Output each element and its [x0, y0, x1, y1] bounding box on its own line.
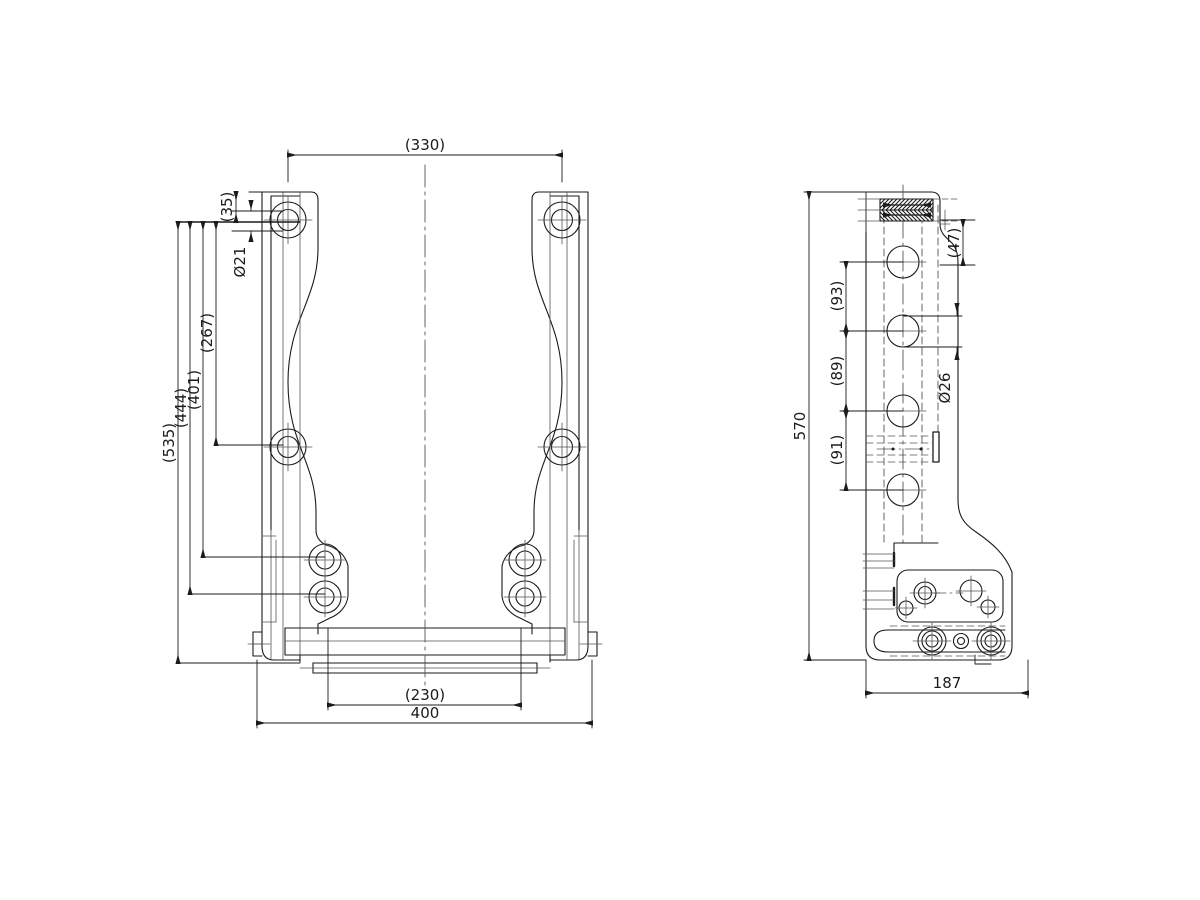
side-mid-rib-detail: [865, 431, 940, 463]
dimension-dia21: [231, 200, 284, 242]
dimension-444-label: (444): [172, 388, 190, 428]
dimension-230: [327, 627, 522, 711]
dimension-93: [839, 261, 904, 332]
dimension-91: [839, 410, 904, 491]
side-plate-hole-c: [894, 596, 918, 620]
side-bottom-row: [873, 629, 1006, 653]
front-left-middle-hole: [263, 422, 313, 472]
side-lower-plate-leaders: [862, 553, 895, 610]
dimension-91-label: (91): [828, 435, 846, 466]
dimension-267: [213, 221, 284, 446]
dimension-401: [200, 221, 326, 558]
dimension-dia21-label: Ø21: [231, 247, 249, 278]
dimension-47-label: (47): [945, 228, 963, 259]
front-left-lower-hole-lower: [303, 576, 347, 618]
side-view: 570 (47) (93) (89) (91): [791, 184, 1029, 699]
side-view-top-leader-lines: [857, 191, 959, 233]
front-view: (330) (35) Ø21 (267): [160, 136, 603, 729]
dimension-570-label: 570: [791, 412, 809, 441]
dimension-267-label: (267): [198, 313, 216, 353]
dimension-47: [939, 219, 976, 266]
front-right-top-hole: [537, 195, 587, 245]
dimension-89: [839, 330, 904, 412]
front-left-arm: [261, 191, 349, 661]
dimension-35-label: (35): [218, 192, 236, 223]
dimension-330: [287, 149, 563, 183]
front-right-middle-hole: [537, 422, 587, 472]
side-bottom-small-step: [974, 654, 992, 665]
dimension-dia26: [902, 303, 963, 360]
front-right-arm-inner-lines: [549, 191, 589, 661]
dimension-330-label: (330): [405, 136, 445, 154]
side-view-knurled-detail: [879, 198, 934, 222]
front-right-lower-hole-lower: [503, 576, 547, 618]
front-left-top-hole: [263, 195, 313, 245]
dimension-dia26-label: Ø26: [936, 373, 954, 404]
dimension-89-label: (89): [828, 356, 846, 387]
side-bottom-boss-center: [952, 632, 970, 650]
side-lower-plate: [893, 542, 1004, 623]
front-left-arm-inner-lines: [261, 191, 301, 661]
side-bottom-boss-left: [912, 621, 952, 661]
dimension-535: [175, 221, 301, 664]
dimension-187: [865, 659, 1029, 699]
dimension-187-label: 187: [933, 674, 962, 692]
dimension-535-label: (535): [160, 423, 178, 463]
side-plate-hole-a: [909, 577, 941, 609]
dimension-444: [187, 221, 326, 595]
dimension-570: [803, 191, 867, 661]
dimension-400-label: 400: [411, 704, 440, 722]
front-right-lower-hole-upper: [503, 539, 547, 581]
front-left-bottom-tab: [252, 631, 263, 657]
dimension-230-label: (230): [405, 686, 445, 704]
front-left-lower-hole-upper: [303, 539, 347, 581]
side-plate-hole-d: [976, 595, 1000, 619]
side-bottom-boss-right: [971, 621, 1011, 661]
dimension-93-label: (93): [828, 281, 846, 312]
dimension-400: [256, 659, 593, 729]
side-bottom-row-hidden: [889, 625, 1006, 657]
front-right-bottom-tab: [587, 631, 598, 657]
front-right-arm: [501, 191, 589, 661]
side-plate-hole-b: [955, 575, 987, 607]
side-view-hidden-lines: [883, 204, 939, 546]
